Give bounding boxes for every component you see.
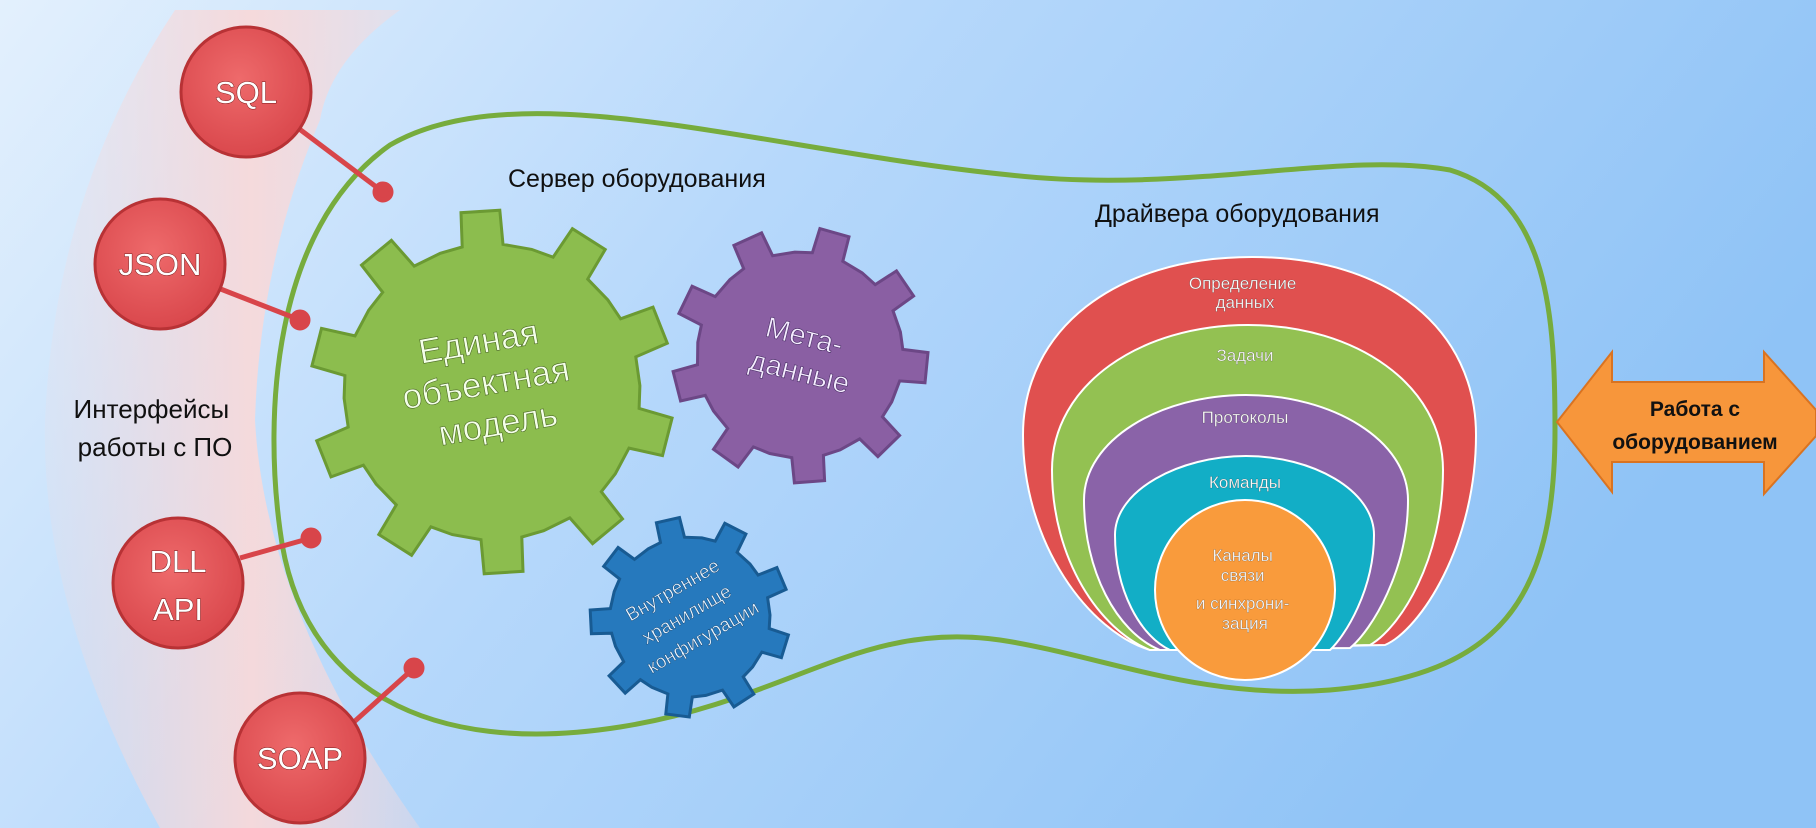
- dll-api-circle[interactable]: DLL API: [111, 516, 245, 650]
- sql-connector: [296, 126, 385, 194]
- soap-connector-dot: [403, 657, 425, 679]
- dll-api-connector-dot: [300, 527, 322, 549]
- json-connector-dot: [289, 309, 311, 331]
- server-boundary: [271, 111, 1558, 737]
- layer-data-definition-label: Определение данных: [1189, 274, 1301, 312]
- config-storage-gear: Внутреннее хранилище конфигурации: [588, 515, 791, 719]
- driver-layers: [1021, 255, 1478, 681]
- server-title: Сервер оборудования: [508, 165, 766, 193]
- svg-text:оборудованием: оборудованием: [1612, 431, 1777, 454]
- svg-text:DLL: DLL: [150, 544, 207, 579]
- layer-tasks-label: Задачи: [1216, 346, 1273, 365]
- svg-text:SOAP: SOAP: [257, 741, 343, 776]
- sql-circle[interactable]: SQL: [179, 25, 313, 159]
- object-model-gear: Единая объектная модель: [310, 208, 674, 576]
- soap-connector: [343, 666, 416, 732]
- layer-commands-label: Команды: [1209, 473, 1281, 492]
- sql-connector-dot: [372, 181, 394, 203]
- layer-channels-label: Каналы связи и синхрони- зация: [1196, 546, 1294, 633]
- svg-text:Работа с: Работа с: [1650, 398, 1740, 421]
- layer-protocols-label: Протоколы: [1202, 408, 1289, 427]
- equipment-arrow: Работа с оборудованием: [1555, 349, 1816, 497]
- layer-channels: [1154, 499, 1336, 681]
- drivers-title: Драйвера оборудования: [1095, 200, 1380, 228]
- api-connectors: [217, 126, 425, 732]
- svg-text:JSON: JSON: [119, 247, 202, 282]
- svg-text:SQL: SQL: [215, 75, 277, 110]
- dll-api-connector: [239, 535, 312, 561]
- interfaces-label: Интерфейсы работы с ПО: [74, 394, 237, 462]
- svg-text:API: API: [153, 592, 203, 627]
- metadata-gear: Мета- данные: [671, 226, 930, 485]
- json-connector: [217, 285, 301, 323]
- soap-circle[interactable]: SOAP: [233, 691, 367, 825]
- json-circle[interactable]: JSON: [93, 197, 227, 331]
